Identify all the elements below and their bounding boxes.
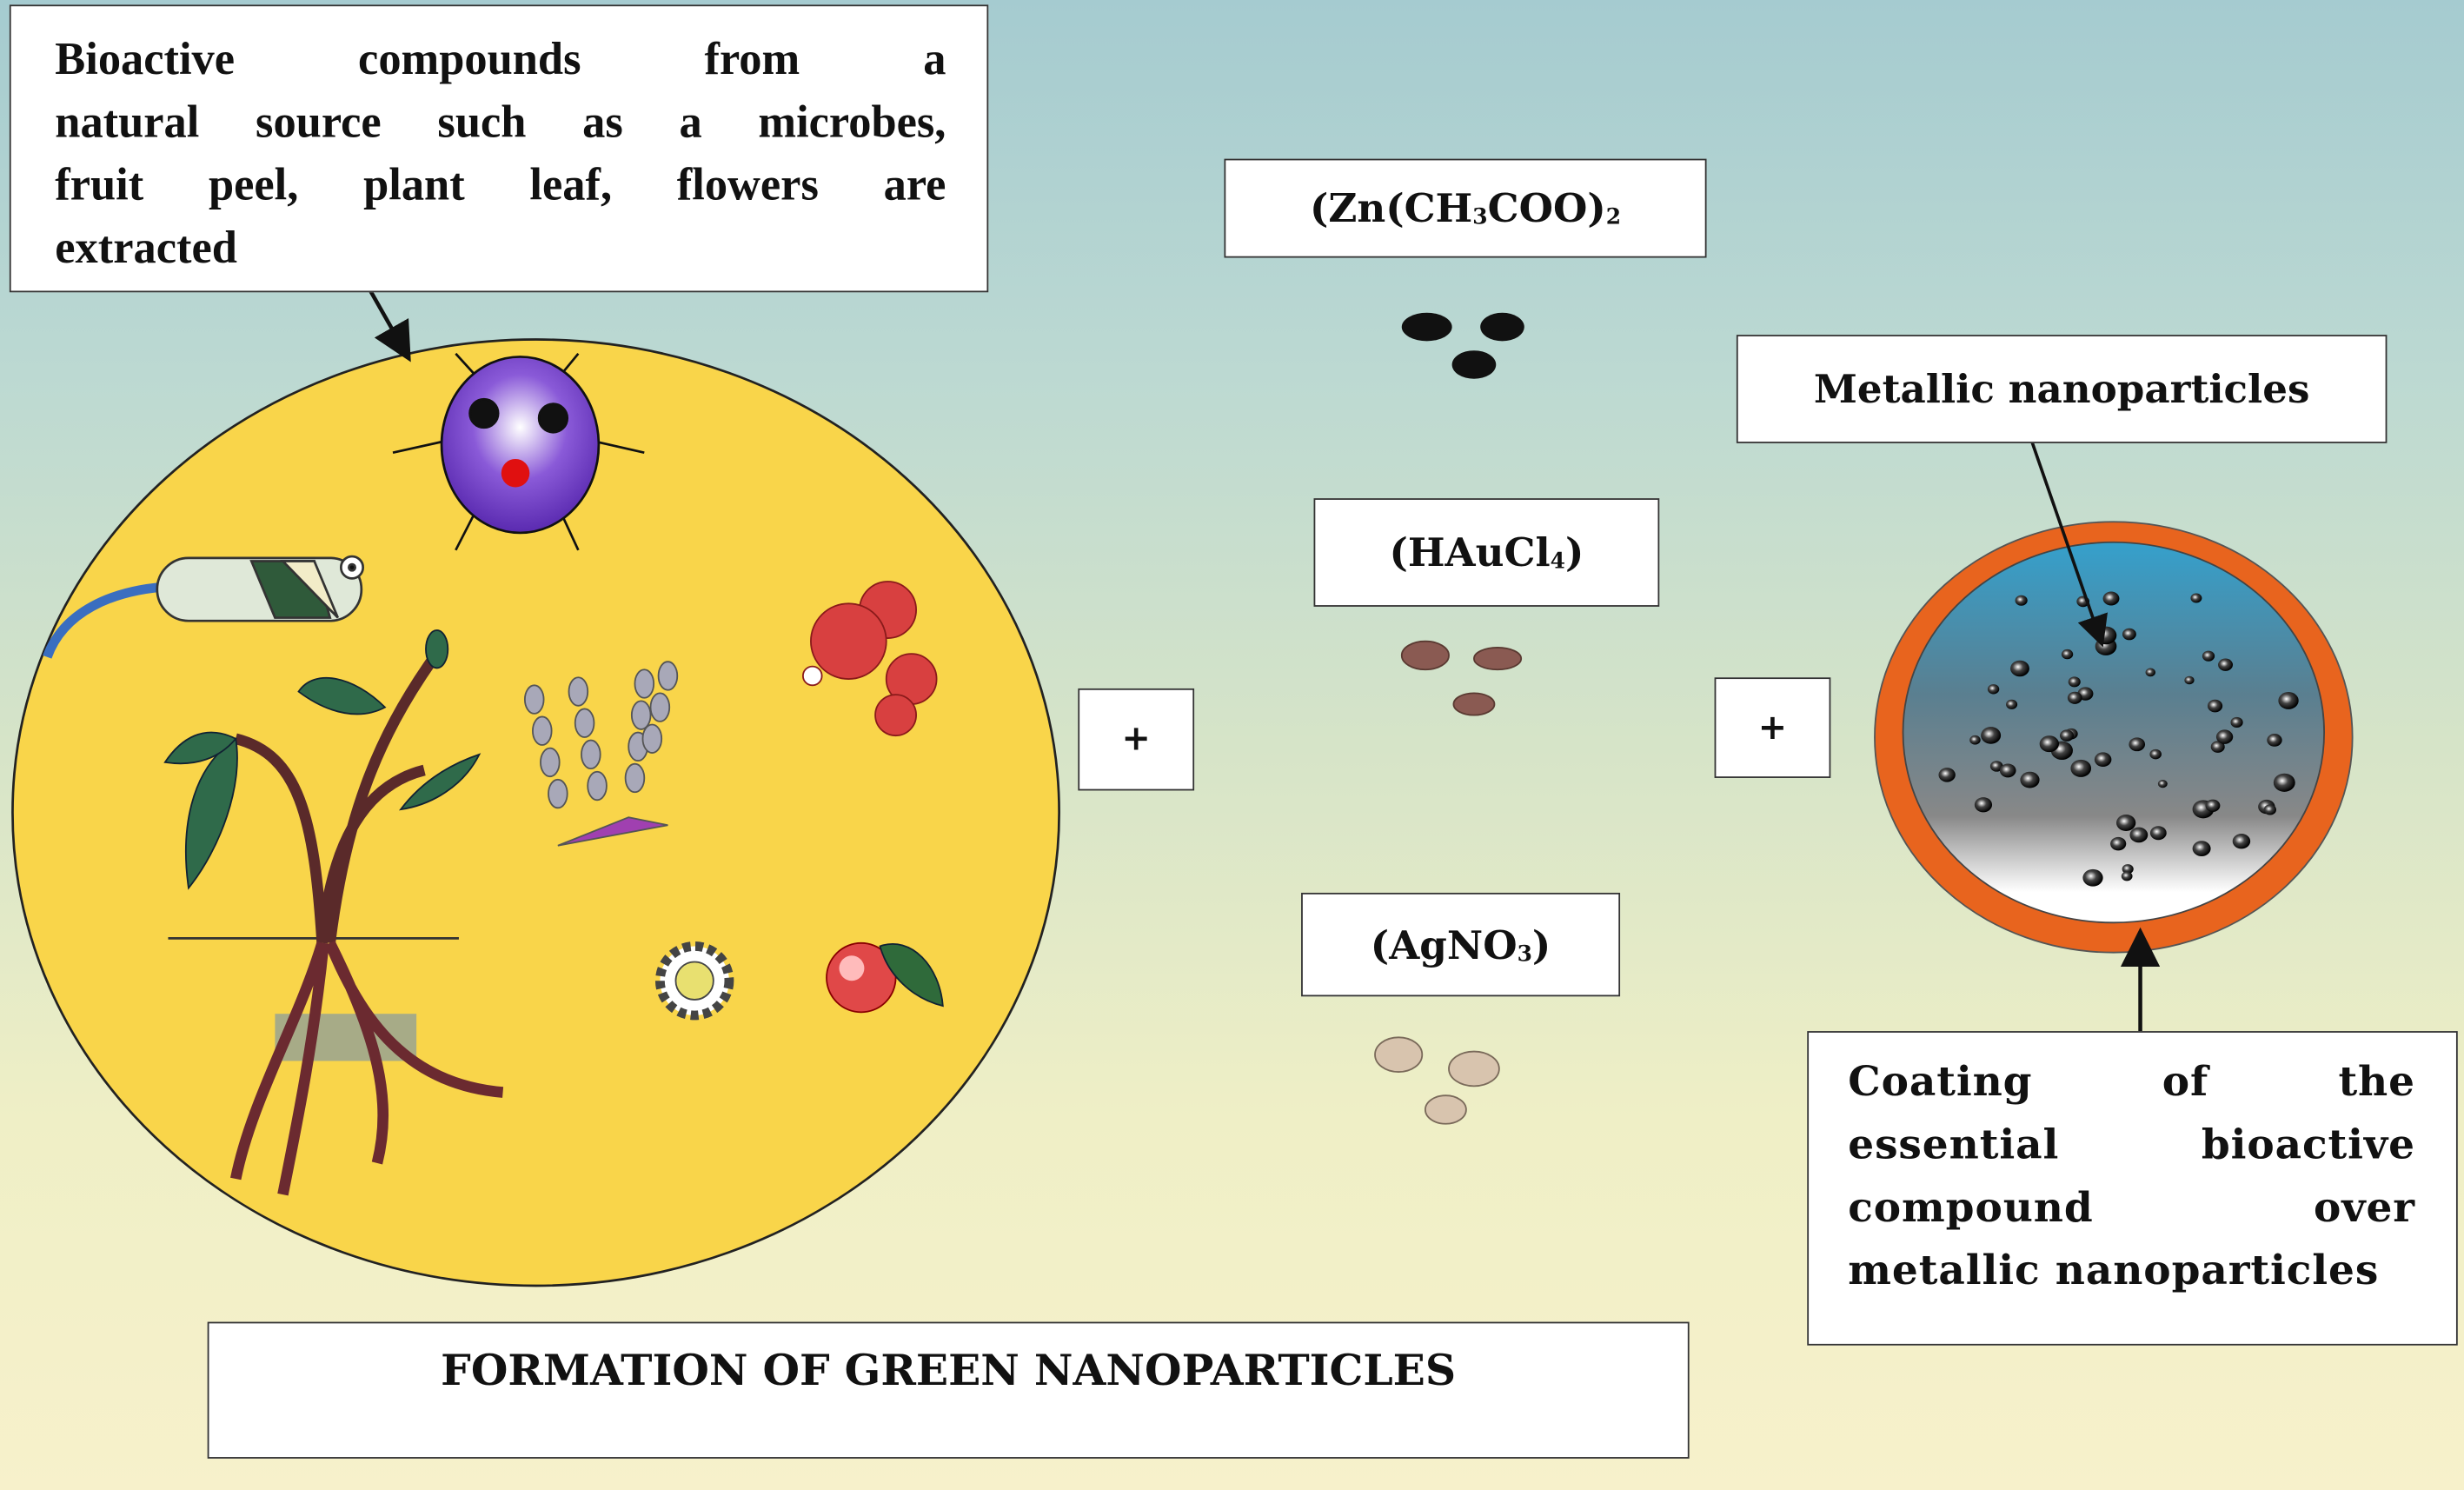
nanoparticle-dot	[2230, 716, 2243, 728]
nanoparticle-dot	[2218, 658, 2234, 671]
gold-precursor-particles	[1400, 640, 1523, 716]
nanoparticle-dot	[2115, 815, 2136, 831]
nanoparticle-dot	[2122, 864, 2134, 875]
nanoparticle-dot	[2157, 780, 2168, 788]
coating-label-line: metallic nanoparticles	[1848, 1247, 2380, 1295]
nanoparticle-dot	[2121, 871, 2133, 881]
mold-icon	[523, 661, 679, 847]
nanoparticle-dot	[1938, 768, 1956, 782]
coating-label-line: essential bioactive	[1848, 1121, 2415, 1170]
nanoparticle-dot	[2210, 741, 2225, 753]
nanoparticle-dot	[1981, 727, 2002, 744]
nanoparticle-dot	[2067, 691, 2082, 704]
nanoparticle-dot	[2149, 748, 2162, 760]
nanoparticle-dot	[1969, 735, 1981, 745]
virus-icon	[392, 352, 645, 551]
nanoparticle-dot	[2205, 799, 2221, 812]
zinc-precursor-particles	[1401, 312, 1524, 379]
nanoparticle-dot	[2020, 771, 2040, 788]
nanoparticle-dot	[2070, 759, 2092, 777]
nanoparticle-dot	[2006, 699, 2018, 709]
nanoparticle-dot	[2273, 773, 2295, 792]
nanoparticle-dot	[2082, 868, 2103, 887]
nanoparticle-dot	[2202, 650, 2215, 662]
nanoparticle-dot	[1989, 761, 2003, 772]
source-label-line: natural source such as a microbes,	[55, 97, 946, 148]
nanoparticle-dot	[2061, 649, 2074, 660]
nanoparticle-dot	[2015, 595, 2028, 606]
nanoparticle-dot	[2094, 752, 2112, 768]
nanoparticle-dot	[2102, 591, 2120, 606]
nanoparticle-dot	[2232, 834, 2251, 849]
bacterium-icon	[43, 555, 365, 659]
nanoparticle-dot	[2149, 826, 2167, 841]
nanoparticle-dot	[2263, 804, 2276, 815]
nanoparticle-dot	[1999, 763, 2016, 778]
nanoparticle-dot	[1987, 684, 2000, 695]
flower-icon	[654, 941, 734, 1021]
nanoparticle-dot	[2192, 841, 2211, 857]
coating-label-line: Coating of the	[1848, 1059, 2415, 1107]
nanoparticle-dot	[2129, 737, 2146, 752]
coating-label-box: Coating of the essential bioactive compo…	[1807, 1031, 2458, 1346]
source-label-line: extracted	[55, 223, 237, 274]
nanoparticle-dot	[2010, 660, 2029, 677]
nanoparticle-dot	[1974, 797, 1993, 813]
yeast-icon	[802, 581, 938, 737]
source-label-box: Bioactive compounds from a natural sourc…	[9, 4, 989, 293]
nanoparticle-dot	[2145, 668, 2155, 677]
plus-sign-box: +	[1714, 677, 1831, 778]
nanoparticle-dot	[2267, 734, 2282, 747]
chloroauric-acid-label: (HAuCl4)	[1313, 498, 1660, 607]
metallic-arrow	[2029, 436, 2108, 648]
nanoparticle-dot	[2068, 676, 2081, 688]
silver-precursor-particles	[1374, 1036, 1500, 1125]
source-label-line: fruit peel, plant leaf, flowers are	[55, 160, 946, 211]
nanoparticle-dot	[2039, 735, 2059, 753]
plus-sign-box: +	[1078, 688, 1195, 791]
nanoparticle-dot	[2190, 593, 2202, 603]
source-label-line: Bioactive compounds from a	[55, 34, 946, 85]
nanoparticle-dot	[2110, 836, 2127, 851]
zinc-acetate-label: (Zn(CH3COO)2	[1224, 158, 1707, 258]
nanoparticle-dot	[2207, 699, 2223, 713]
plant-icon	[163, 629, 504, 1196]
nanoparticle-dot	[2122, 628, 2136, 641]
metallic-nanoparticles-label: Metallic nanoparticles	[1736, 335, 2388, 443]
coating-label-line: compound over	[1848, 1185, 2415, 1233]
nanoparticle-dot	[2215, 729, 2234, 744]
nanoparticle-dot	[2059, 729, 2074, 742]
nanoparticle-dot	[2184, 675, 2195, 685]
silver-nitrate-label: (AgNO3)	[1301, 892, 1621, 997]
coated-nanoparticle	[1874, 521, 2354, 954]
diagram-title: FORMATION OF GREEN NANOPARTICLES	[207, 1321, 1690, 1459]
fruit-icon	[826, 941, 944, 1014]
nanoparticle-dot	[2278, 692, 2299, 709]
nanoparticle-dot	[2129, 827, 2149, 843]
